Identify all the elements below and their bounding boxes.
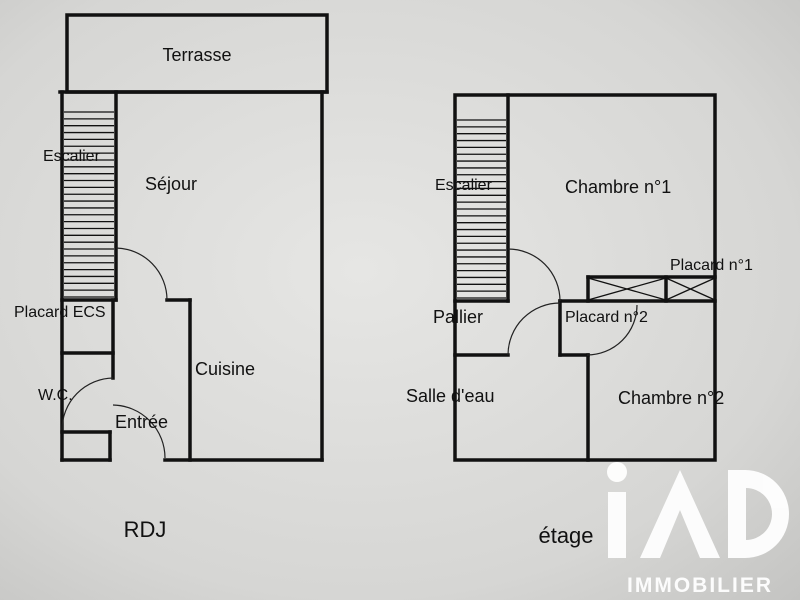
room-label-chambre1: Chambre n°1 [565,177,671,197]
room-label-sejour: Séjour [145,174,197,194]
room-label-cuisine: Cuisine [195,359,255,379]
room-label-escalier-etage: Escalier [435,177,493,194]
room-label-placard1: Placard n°1 [670,257,753,274]
room-label-wc: W.C. [38,387,73,404]
ground-floor-plan: Terrasse Escalier Séjour Placard ECS Cui… [14,13,329,542]
door-swing [112,404,166,459]
door-swing [61,377,114,431]
staircase-treads [64,111,114,298]
room-label-salle-eau: Salle d'eau [406,386,495,406]
door-swing [507,248,561,302]
floor-caption-rdj: RDJ [124,517,167,542]
room-label-terrasse: Terrasse [162,45,231,65]
staircase-treads [457,119,506,299]
room-label-placard-ecs: Placard ECS [14,304,106,321]
upper-floor-plan: Escalier Chambre n°1 Placard n°1 Pallier… [406,93,753,462]
room-label-escalier: Escalier [43,148,101,165]
room-label-chambre2: Chambre n°2 [618,388,724,408]
room-label-pallier: Pallier [433,307,483,327]
room-label-entree: Entrée [115,412,168,432]
logo-subtitle: IMMOBILIER [627,574,773,597]
door-swing [507,302,561,356]
iad-logo: IMMOBILIER [607,462,789,597]
door-swing [115,247,168,301]
room-label-placard2: Placard n°2 [565,309,648,326]
floor-caption-etage: étage [538,523,593,548]
door-swing [586,304,638,356]
